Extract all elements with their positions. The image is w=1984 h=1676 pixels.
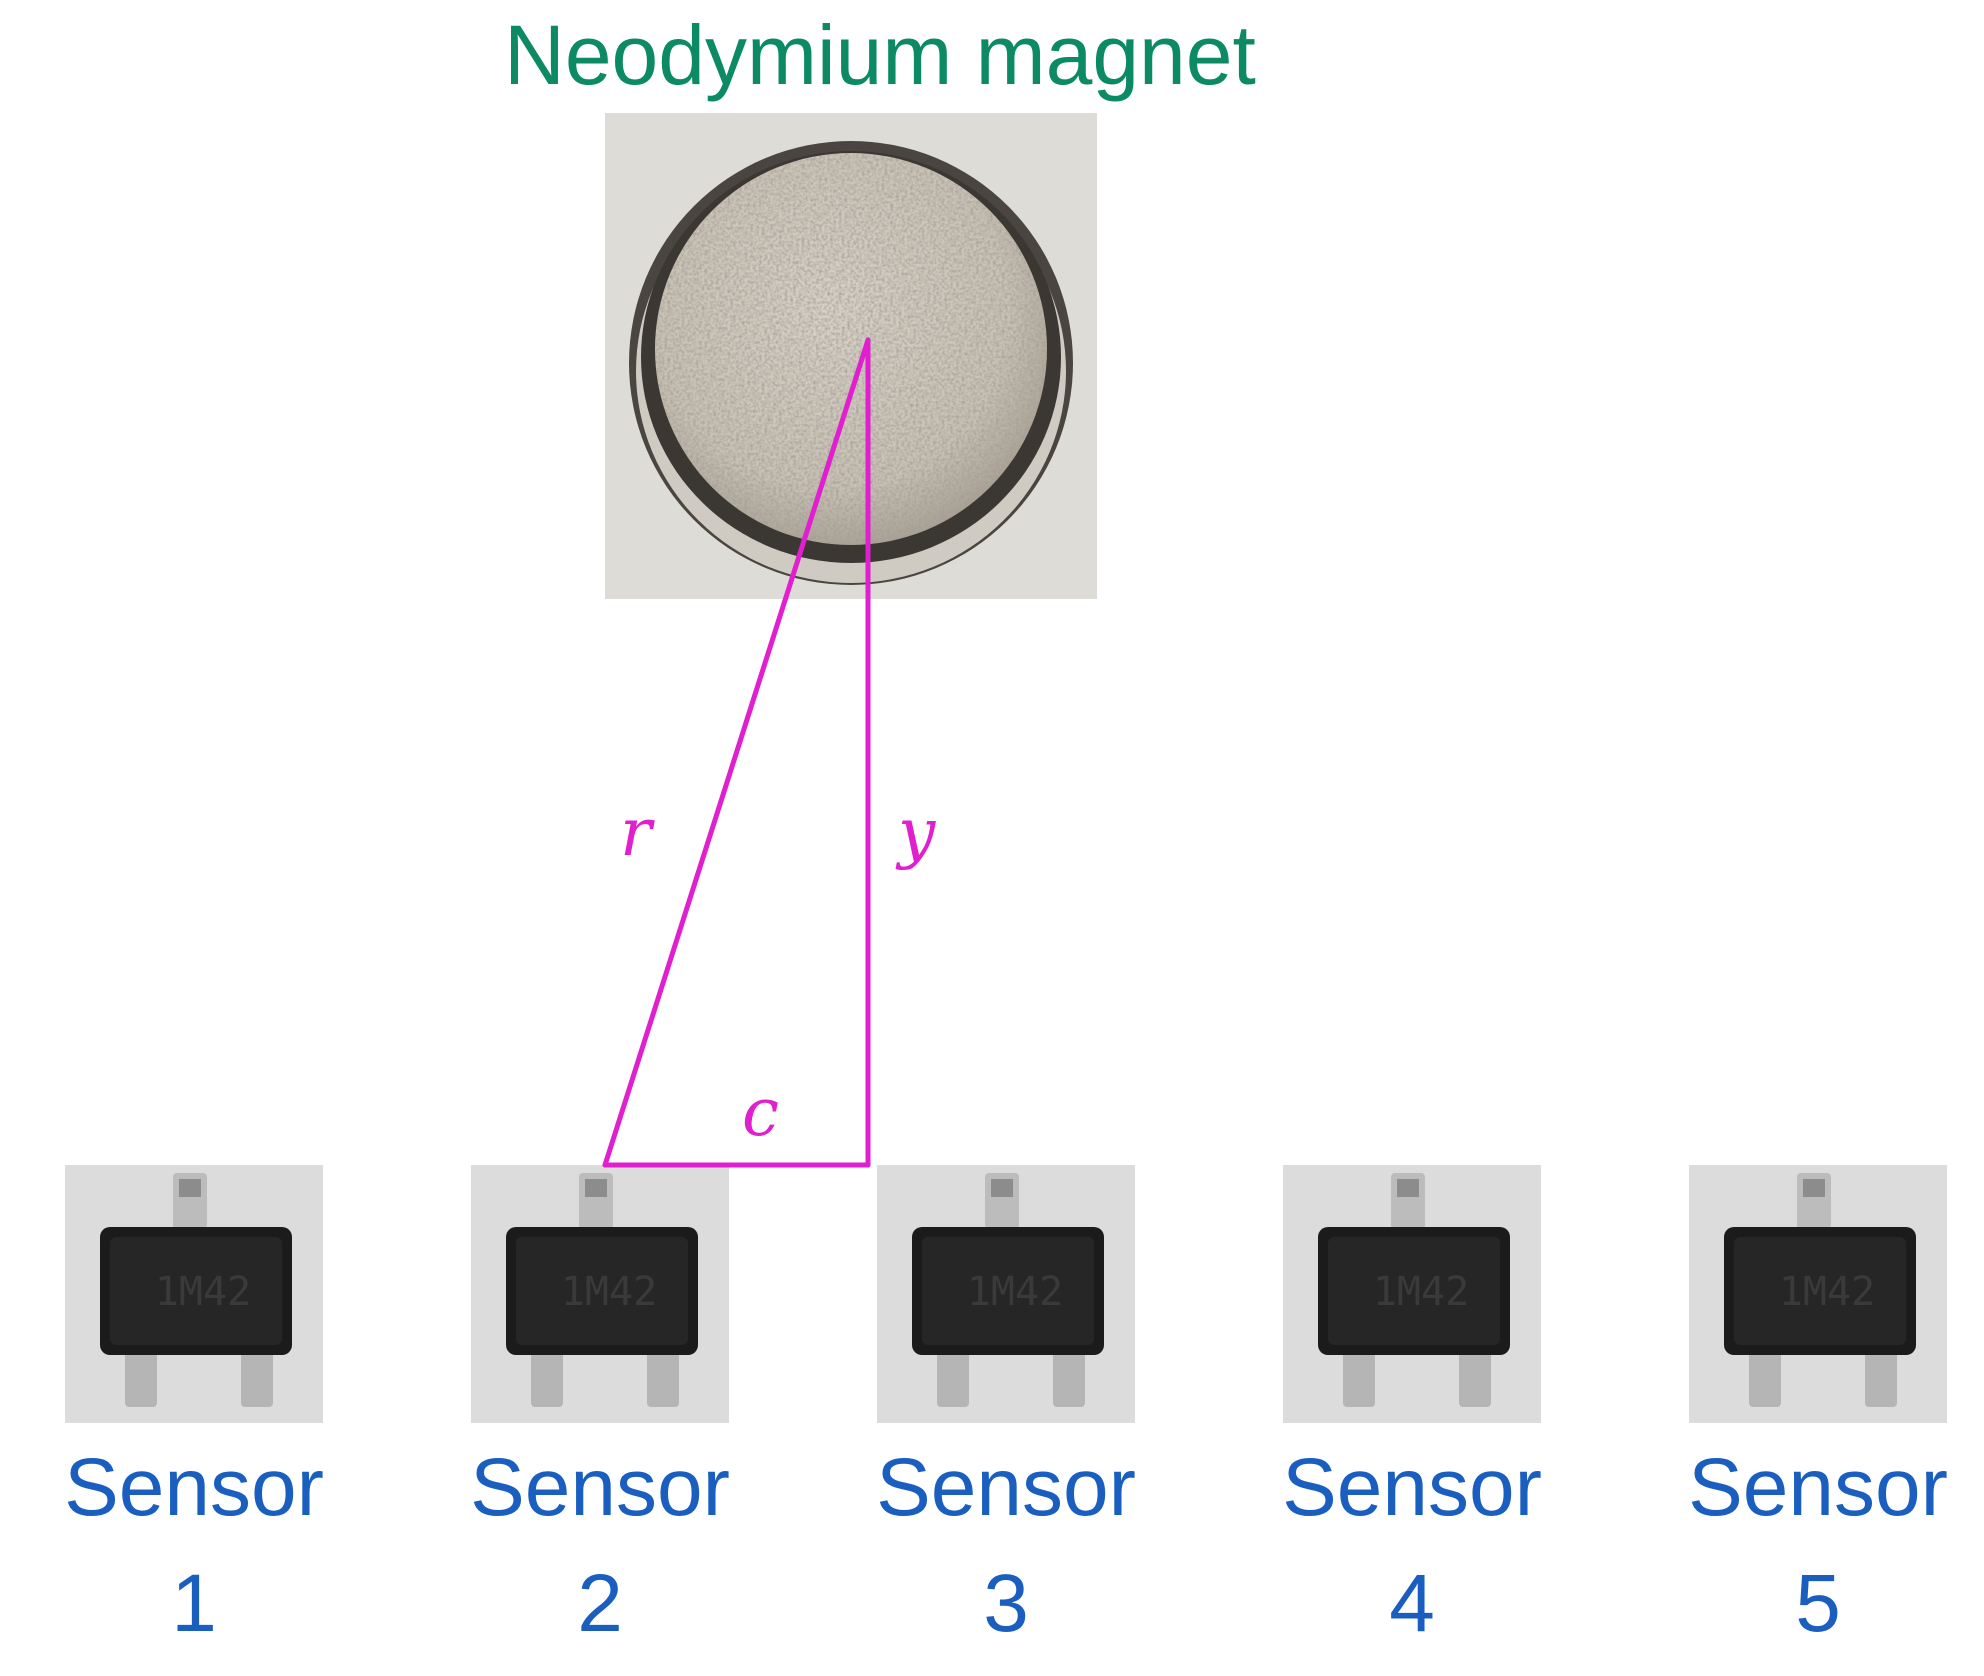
sensor-word: Sensor (64, 1442, 324, 1533)
sensor-photo-2: 1M42 (471, 1165, 729, 1423)
hypotenuse-r (602, 337, 871, 1168)
label-c: c (742, 1074, 779, 1151)
sensor-word: Sensor (876, 1442, 1136, 1533)
chip-marking: 1M42 (1373, 1269, 1469, 1315)
sensor-photo-5: 1M42 (1689, 1165, 1947, 1423)
chip-lead-left (937, 1347, 969, 1407)
chip-lead-right (1459, 1347, 1491, 1407)
chip-marking: 1M42 (967, 1269, 1063, 1315)
sensor-label-2: Sensor 2 (450, 1430, 750, 1662)
sensor-number: 4 (1389, 1558, 1435, 1649)
sensor-number: 5 (1795, 1558, 1841, 1649)
chip-lead-left (1343, 1347, 1375, 1407)
chip-lead-left (531, 1347, 563, 1407)
sensor-number: 1 (171, 1558, 217, 1649)
chip-lead-right (1865, 1347, 1897, 1407)
sensor-word: Sensor (470, 1442, 730, 1533)
chip-marking: 1M42 (1779, 1269, 1875, 1315)
sensor-word: Sensor (1282, 1442, 1542, 1533)
sensor-label-5: Sensor 5 (1668, 1430, 1968, 1662)
label-r: r (620, 794, 652, 871)
sensor-number: 2 (577, 1558, 623, 1649)
magnet-title: Neodymium magnet (504, 8, 1256, 102)
chip-lead-left (1749, 1347, 1781, 1407)
sensor-word: Sensor (1688, 1442, 1948, 1533)
sensor-label-3: Sensor 3 (856, 1430, 1156, 1662)
chip-lead-right (1053, 1347, 1085, 1407)
magnet-photo (605, 113, 1097, 599)
sensor-label-4: Sensor 4 (1262, 1430, 1562, 1662)
sensor-photo-4: 1M42 (1283, 1165, 1541, 1423)
chip-lead-left (125, 1347, 157, 1407)
chip-marking: 1M42 (561, 1269, 657, 1315)
sensor-photo-1: 1M42 (65, 1165, 323, 1423)
chip-lead-right (647, 1347, 679, 1407)
sensor-photo-3: 1M42 (877, 1165, 1135, 1423)
label-y: y (898, 794, 936, 871)
sensor-number: 3 (983, 1558, 1029, 1649)
chip-lead-right (241, 1347, 273, 1407)
sensor-label-1: Sensor 1 (44, 1430, 344, 1662)
chip-marking: 1M42 (155, 1269, 251, 1315)
